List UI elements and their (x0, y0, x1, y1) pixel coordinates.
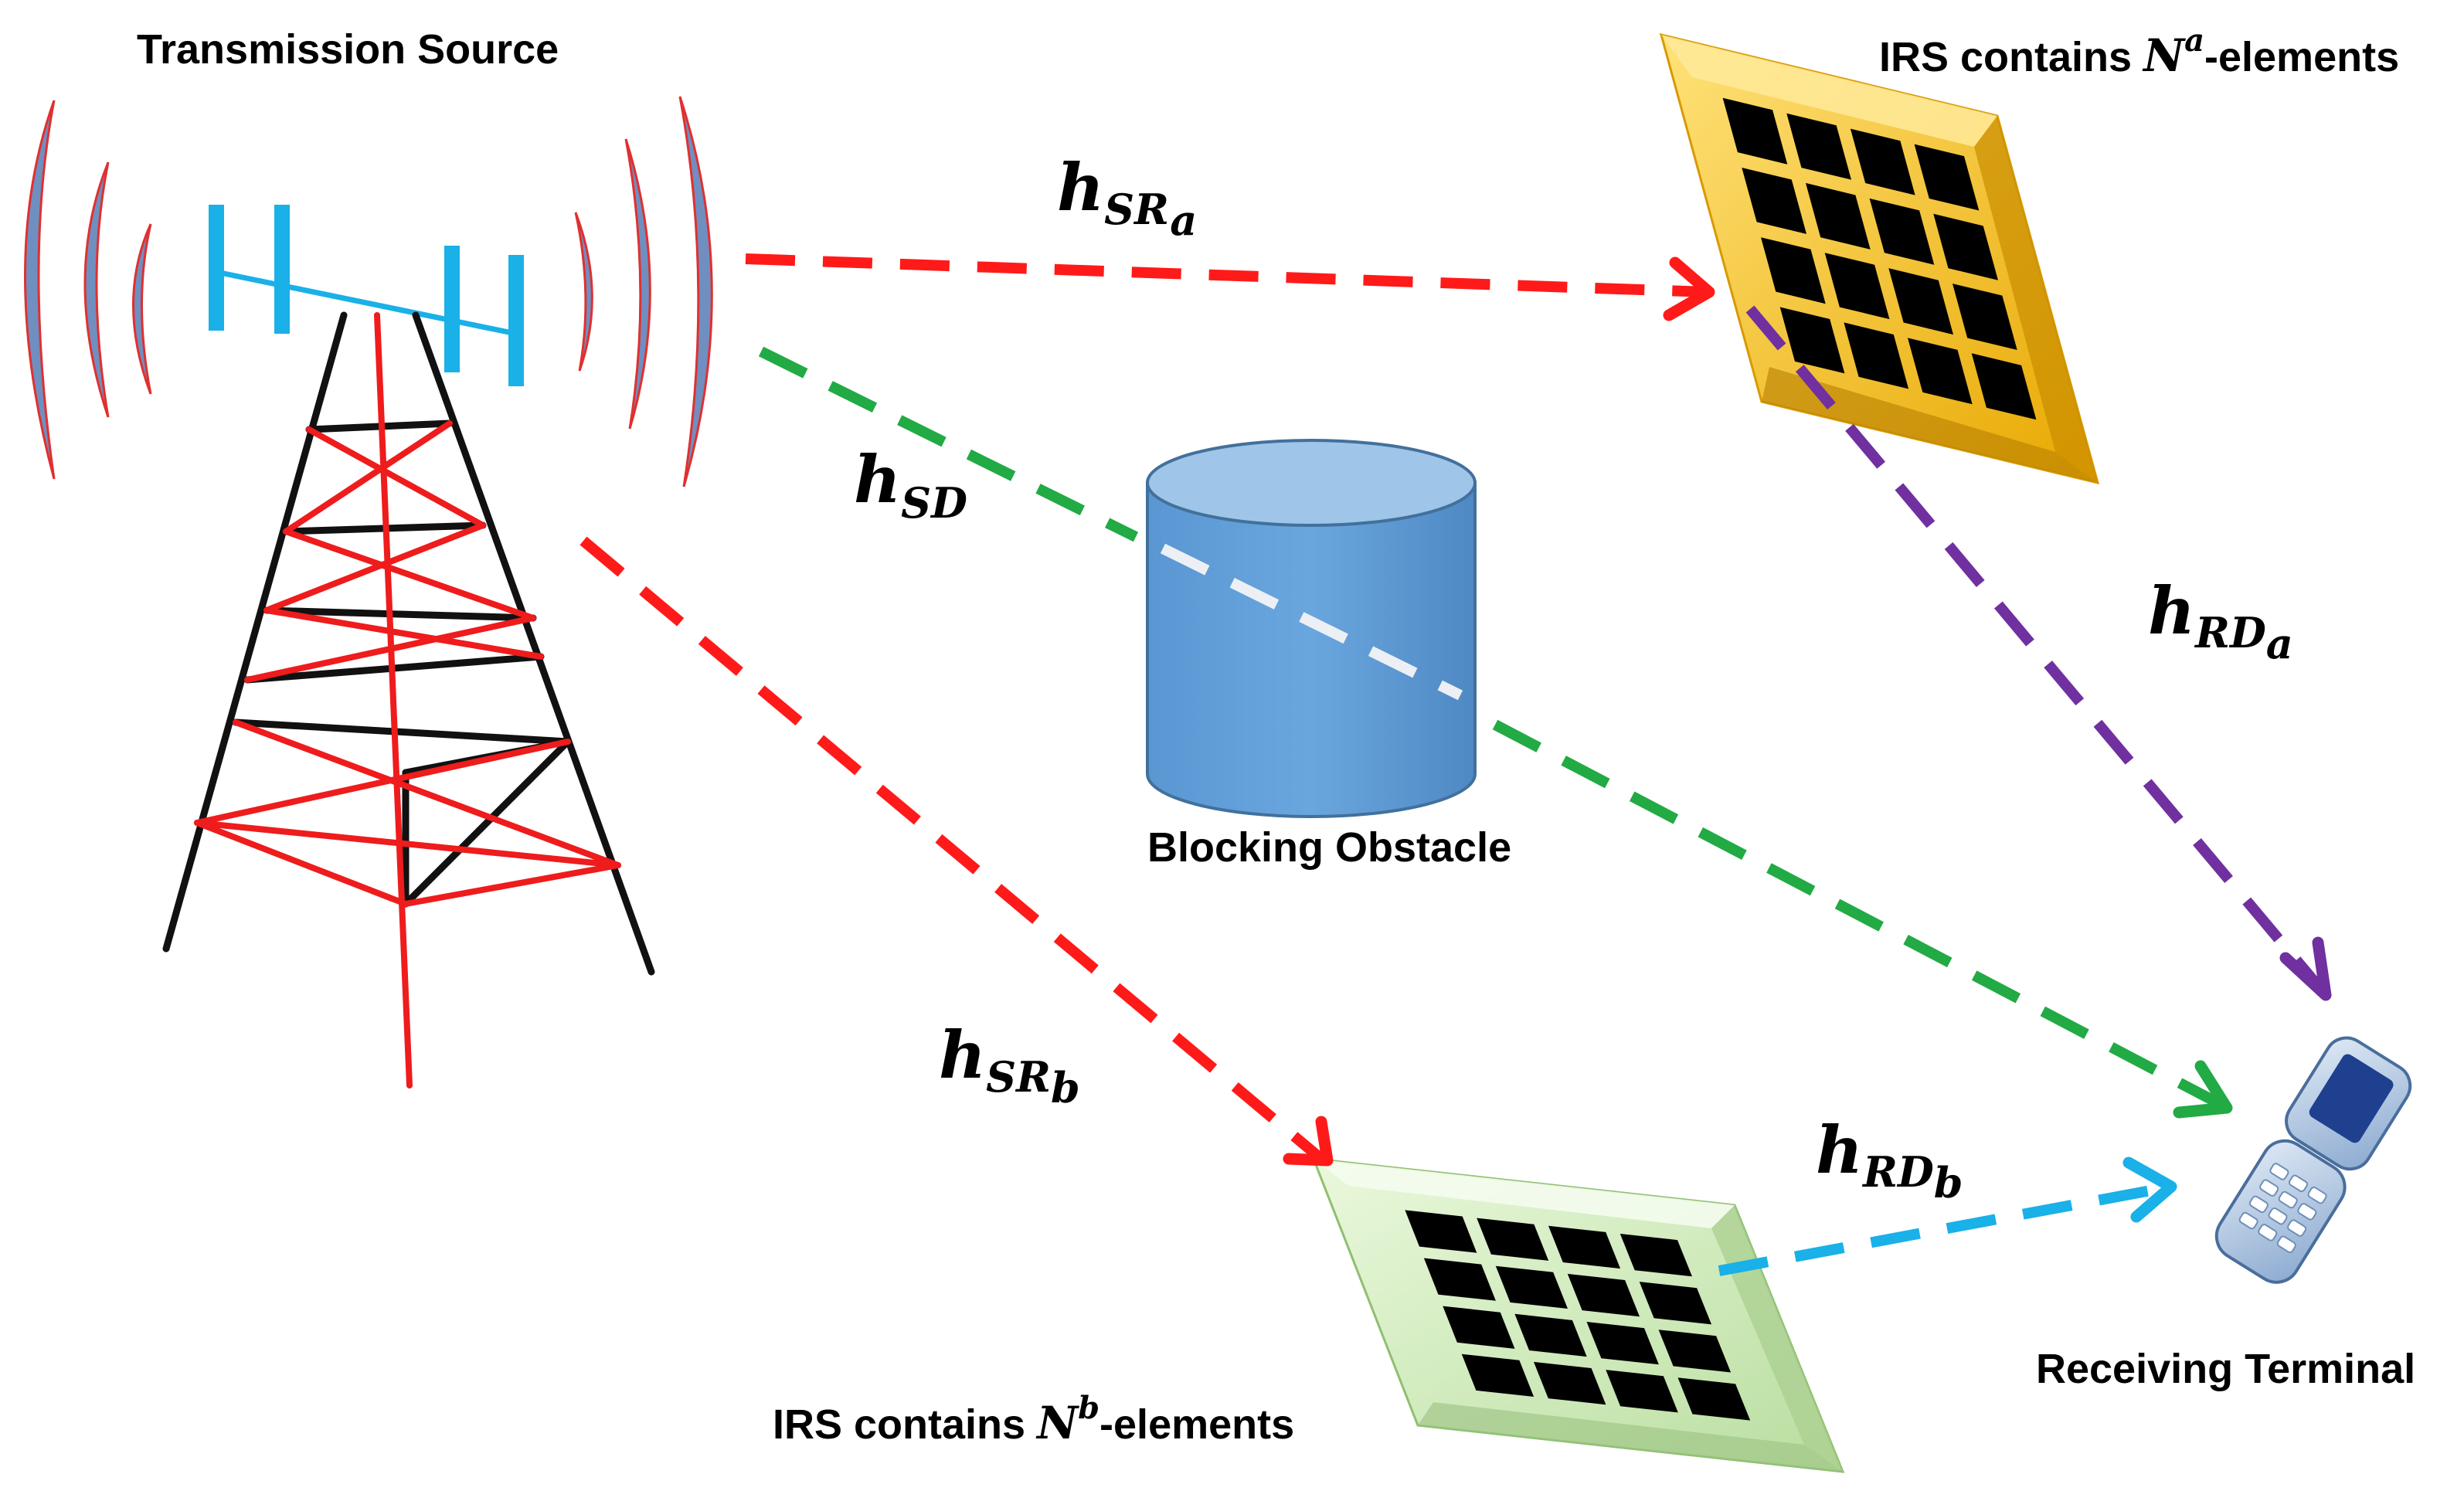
irs-element (1761, 237, 1826, 304)
signal-waves-right-icon (574, 96, 713, 487)
irs-element (1534, 1361, 1606, 1405)
link-direct-source-terminal (758, 346, 1139, 542)
irs-element (1477, 1218, 1549, 1261)
tower-frame (162, 311, 655, 976)
irs-element (1888, 268, 1953, 335)
arrow-head-icon (1663, 256, 1715, 321)
irs-element (1405, 1210, 1477, 1253)
arrow-head-icon (2279, 936, 2332, 1001)
irs-element (1619, 1234, 1692, 1277)
irs-element (1423, 1258, 1496, 1301)
irs-b-elements (1405, 1210, 1751, 1421)
irs-element (1742, 168, 1806, 234)
irs-element (1869, 198, 1935, 265)
link-source-irs-b (579, 536, 1325, 1163)
irs-element (1461, 1353, 1534, 1397)
tower-bracing (194, 312, 621, 1089)
source-label: Transmission Source (137, 26, 559, 73)
irs-element (1586, 1322, 1659, 1365)
signal-waves-left-icon (24, 100, 152, 480)
arrowheads (1283, 256, 2332, 1223)
link-blocked-segment (1160, 543, 1463, 701)
blocking-obstacle (1146, 439, 1477, 818)
irs-element (1443, 1306, 1515, 1349)
terminal-label: Receiving Terminal (2036, 1346, 2415, 1392)
irs-element (1514, 1313, 1587, 1357)
channel-h-sd: hSD (854, 441, 967, 528)
obstacle-label: Blocking Obstacle (1147, 824, 1511, 871)
irs-b-label: IRS contains Nb-elements (773, 1390, 1294, 1449)
irs-element (1786, 113, 1851, 180)
irs-element (1658, 1330, 1732, 1373)
link-direct-source-terminal-rest (1492, 719, 2224, 1110)
irs-a-label: IRS contains Na-elements (1879, 22, 2399, 82)
arrow-head-icon (2173, 1060, 2233, 1119)
antenna-icon (209, 205, 524, 386)
irs-element (1677, 1377, 1751, 1421)
irs-element (1639, 1282, 1712, 1325)
irs-element (1548, 1225, 1621, 1269)
mobile-phone-icon (2214, 1036, 2412, 1284)
irs-element (1908, 338, 1973, 405)
irs-element (1495, 1265, 1568, 1309)
links (579, 253, 2326, 1276)
irs-element (1933, 213, 1998, 280)
irs-element (1844, 322, 1909, 389)
link-irs-a-terminal (1745, 305, 2326, 994)
irs-element (1722, 97, 1788, 165)
arrow-head-icon (2122, 1156, 2177, 1223)
irs-panel-b (1311, 1157, 1845, 1473)
irs-element (1824, 253, 1890, 320)
channel-h-sr-b: hSRb (939, 1017, 1080, 1112)
irs-element (1953, 284, 2017, 350)
irs-element (1914, 144, 1980, 211)
irs-a-elements (1722, 97, 2037, 420)
irs-element (1606, 1370, 1678, 1413)
channel-h-rd-b: hRDb (1816, 1112, 1963, 1207)
irs-panel-a (1659, 32, 2100, 485)
channel-h-sr-a: hSRa (1057, 149, 1197, 245)
irs-element (1806, 182, 1871, 250)
irs-element (1850, 128, 1915, 195)
transmission-tower (24, 96, 713, 1089)
irs-element (1971, 353, 2037, 420)
irs-element (1779, 307, 1845, 374)
arrow-head-icon (1283, 1116, 1334, 1167)
channel-h-rd-a: hRDa (2148, 572, 2293, 668)
irs-element (1567, 1273, 1640, 1317)
link-source-irs-a (745, 253, 1708, 297)
